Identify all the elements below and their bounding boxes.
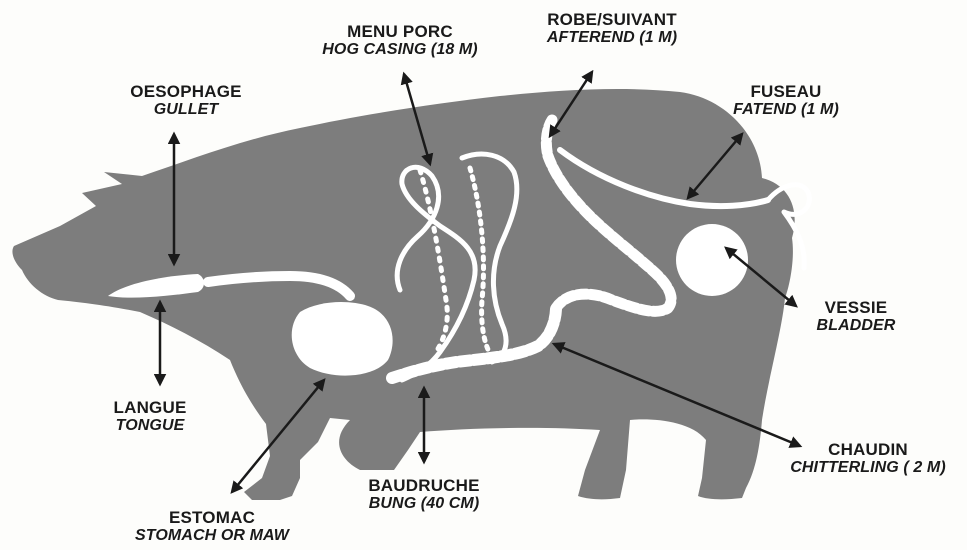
label-menu-porc: MENU PORC HOG CASING (18 M) — [322, 22, 478, 59]
label-oesophage: OESOPHAGE GULLET — [130, 82, 241, 119]
label-robe-suivant-en: AFTEREND (1 M) — [547, 29, 677, 47]
label-menu-porc-fr: MENU PORC — [322, 22, 478, 41]
label-langue-en: TONGUE — [114, 417, 187, 435]
label-robe-suivant: ROBE/SUIVANT AFTEREND (1 M) — [547, 10, 677, 47]
label-menu-porc-en: HOG CASING (18 M) — [322, 41, 478, 59]
label-vessie: VESSIE BLADDER — [817, 298, 896, 335]
label-vessie-en: BLADDER — [817, 317, 896, 335]
label-baudruche-fr: BAUDRUCHE — [368, 476, 479, 495]
label-chaudin-en: CHITTERLING ( 2 M) — [790, 459, 946, 477]
label-langue: LANGUE TONGUE — [114, 398, 187, 435]
bladder-organ — [676, 224, 748, 296]
label-fuseau-en: FATEND (1 M) — [733, 101, 839, 119]
label-robe-suivant-fr: ROBE/SUIVANT — [547, 10, 677, 29]
label-vessie-fr: VESSIE — [817, 298, 896, 317]
label-estomac-fr: ESTOMAC — [135, 508, 289, 527]
label-chaudin: CHAUDIN CHITTERLING ( 2 M) — [790, 440, 946, 477]
label-oesophage-fr: OESOPHAGE — [130, 82, 241, 101]
label-langue-fr: LANGUE — [114, 398, 187, 417]
stomach-organ — [292, 302, 393, 376]
label-estomac: ESTOMAC STOMACH OR MAW — [135, 508, 289, 545]
label-baudruche: BAUDRUCHE BUNG (40 CM) — [368, 476, 479, 513]
label-oesophage-en: GULLET — [130, 101, 241, 119]
label-estomac-en: STOMACH OR MAW — [135, 527, 289, 545]
label-fuseau: FUSEAU FATEND (1 M) — [733, 82, 839, 119]
label-chaudin-fr: CHAUDIN — [790, 440, 946, 459]
label-fuseau-fr: FUSEAU — [733, 82, 839, 101]
label-baudruche-en: BUNG (40 CM) — [368, 495, 479, 513]
